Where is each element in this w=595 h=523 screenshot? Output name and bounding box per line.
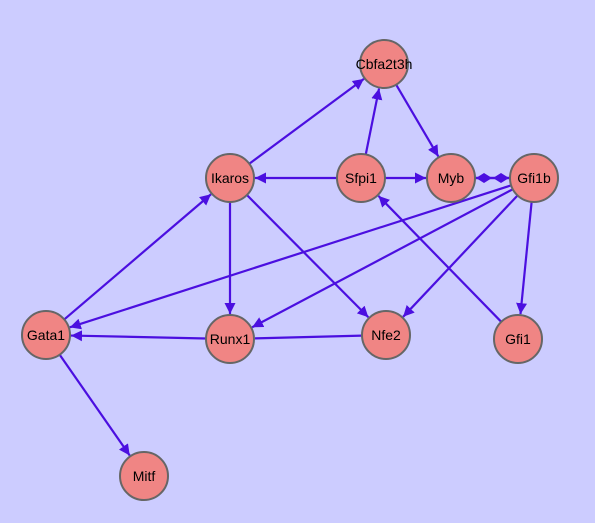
node-label: Gata1 bbox=[27, 327, 65, 343]
edge-runx1-to-gata1 bbox=[70, 330, 207, 342]
node-label: Nfe2 bbox=[371, 327, 401, 343]
node-nfe2[interactable]: Nfe2 bbox=[361, 310, 411, 360]
edge-ikaros-to-nfe2 bbox=[246, 194, 370, 319]
edge-cbfa2t3h-to-myb bbox=[395, 84, 440, 158]
edge-gfi1b-to-nfe2 bbox=[402, 194, 519, 318]
node-gfi1[interactable]: Gfi1 bbox=[493, 314, 543, 364]
edge-ikaros-to-cbfa2t3h bbox=[248, 77, 365, 165]
node-mitf[interactable]: Mitf bbox=[119, 451, 169, 501]
edge-gfi1b-to-gfi1 bbox=[516, 201, 533, 315]
node-circle bbox=[119, 451, 169, 501]
edge-gata1-to-ikaros bbox=[63, 193, 212, 321]
edge-gfi1-to-sfpi1 bbox=[377, 195, 503, 323]
node-circle bbox=[509, 153, 559, 203]
node-label: Ikaros bbox=[211, 170, 249, 186]
node-myb[interactable]: Myb bbox=[426, 153, 476, 203]
node-circle bbox=[205, 153, 255, 203]
node-circle bbox=[21, 310, 71, 360]
node-label: Cbfa2t3h bbox=[356, 56, 413, 72]
node-circle bbox=[426, 153, 476, 203]
edges-layer bbox=[58, 77, 533, 457]
node-label: Runx1 bbox=[210, 331, 251, 347]
edge-gfi1b-to-gata1 bbox=[69, 184, 512, 330]
node-runx1[interactable]: Runx1 bbox=[205, 314, 255, 364]
edge-sfpi1-to-cbfa2t3h bbox=[364, 88, 383, 155]
edge-gfi1b-to-runx1 bbox=[251, 188, 514, 329]
node-gata1[interactable]: Gata1 bbox=[21, 310, 71, 360]
node-sfpi1[interactable]: Sfpi1 bbox=[336, 153, 386, 203]
node-circle bbox=[336, 153, 386, 203]
edge-gata1-to-mitf bbox=[58, 354, 131, 457]
node-label: Sfpi1 bbox=[345, 170, 377, 186]
node-gfi1b[interactable]: Gfi1b bbox=[509, 153, 559, 203]
node-circle bbox=[493, 314, 543, 364]
node-cbfa2t3h[interactable]: Cbfa2t3h bbox=[356, 39, 413, 89]
node-label: Gfi1b bbox=[517, 170, 551, 186]
node-label: Myb bbox=[438, 170, 465, 186]
node-label: Gfi1 bbox=[505, 331, 531, 347]
node-ikaros[interactable]: Ikaros bbox=[205, 153, 255, 203]
edge-nfe2-to-runx1 bbox=[254, 334, 363, 340]
node-circle bbox=[361, 310, 411, 360]
node-label: Mitf bbox=[133, 468, 156, 484]
node-circle bbox=[359, 39, 409, 89]
node-circle bbox=[205, 314, 255, 364]
